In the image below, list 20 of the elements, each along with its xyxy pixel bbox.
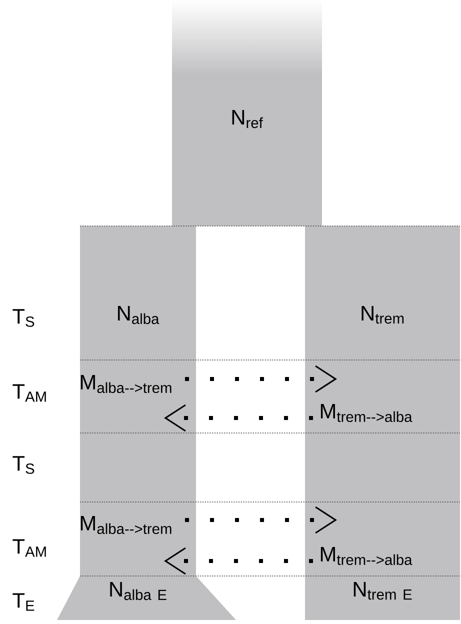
edge-label: M$_{alba-->trem}$ [80,374,172,394]
population-trapezoid: $\mathrm{N}_{\mathrm{alba\ E}}$ [57,576,236,620]
ancestral-population-box: N$_{ref}$ [172,0,322,226]
time-label: T$_{S}$ [12,309,34,327]
time-label: T$_{AM}$ [12,539,46,557]
migration-arrow [185,506,337,534]
migration-arrow [164,547,313,575]
time-label: T$_{AM}$ [12,384,46,402]
population-box: $\mathrm{N}_{\mathrm{trem\ E}}$ [305,576,460,620]
node-label: N$_{trem}$ [362,306,404,324]
edge-label: M$_{trem-->alba}$ [320,404,412,422]
migration-arrow [164,404,313,432]
node-label: N$_{alba}$ [118,306,160,324]
edge-label: M$_{trem-->alba}$ [320,546,412,566]
node-label: $\mathrm{N}_{\mathrm{trem\ E}}$ [354,582,412,600]
time-label: T$_{S}$ [12,456,34,474]
edge-label: M$_{alba-->trem}$ [80,516,172,534]
migration-arrow [185,365,337,393]
node-label: $\mathrm{N}_{\mathrm{alba\ E}}$ [110,582,166,600]
time-label: T$_{E}$ [12,593,34,611]
